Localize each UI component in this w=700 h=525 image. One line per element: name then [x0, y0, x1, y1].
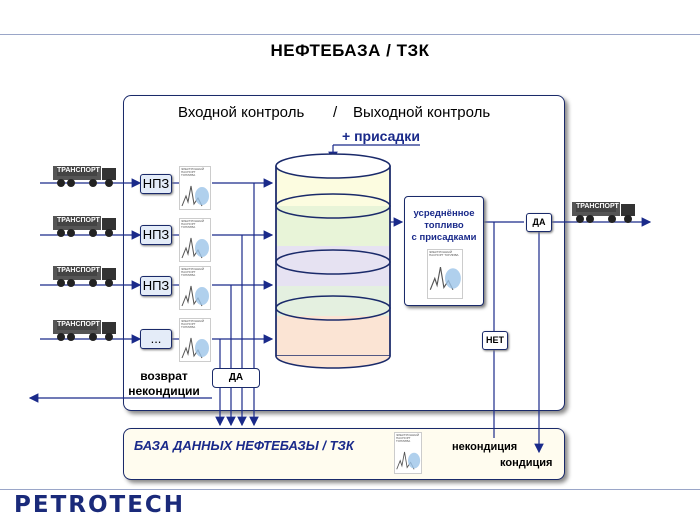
refinery-box: НПЗ: [140, 276, 172, 296]
additives-label: + присадки: [342, 128, 420, 144]
passport-caption: ЭЛЕКТРОННЫЙ ПАСПОРТ ТОПЛИВА: [396, 433, 420, 443]
truck-label: ТРАНСПОРТ: [576, 202, 619, 212]
return-line-1: возврат: [140, 369, 188, 383]
return-yes-box: ДА: [212, 368, 260, 388]
truck-label: ТРАНСПОРТ: [57, 216, 100, 226]
averaged-fuel-label: усреднённое топливо с присадками: [405, 208, 483, 244]
decision-no-box: НЕТ: [482, 331, 508, 350]
truck-icon: ТРАНСПОРТ: [53, 214, 119, 238]
output-control-label: Выходной контроль: [353, 104, 491, 121]
return-label: возврат некондиции: [127, 369, 201, 399]
truck-icon: ТРАНСПОРТ: [53, 164, 119, 188]
averaged-line-3: с присадками: [411, 232, 477, 243]
averaged-fuel-box: усреднённое топливо с присадками ЭЛЕКТРО…: [404, 196, 484, 306]
noncondition-label: некондиция: [452, 441, 518, 453]
fuel-passport-icon: ЭЛЕКТРОННЫЙ ПАСПОРТ ТОПЛИВА: [427, 249, 463, 299]
company-logo: PETROTECH: [14, 492, 186, 518]
passport-caption: ЭЛЕКТРОННЫЙ ПАСПОРТ ТОПЛИВА: [181, 167, 205, 177]
truck-icon: ТРАНСПОРТ: [53, 318, 119, 342]
averaged-line-1: усреднённое: [413, 208, 475, 219]
passport-caption: ЭЛЕКТРОННЫЙ ПАСПОРТ ТОПЛИВА: [181, 267, 205, 277]
truck-label: ТРАНСПОРТ: [57, 320, 100, 330]
fuel-passport-icon: ЭЛЕКТРОННЫЙ ПАСПОРТ ТОПЛИВА: [179, 266, 211, 310]
fuel-passport-icon: ЭЛЕКТРОННЫЙ ПАСПОРТ ТОПЛИВА: [394, 432, 422, 474]
truck-icon: ТРАНСПОРТ: [53, 264, 119, 288]
database-title: БАЗА ДАННЫХ НЕФТЕБАЗЫ / ТЗК: [134, 438, 354, 453]
page-title: НЕФТЕБАЗА / ТЗК: [270, 41, 430, 60]
decision-yes-box: ДА: [526, 213, 552, 232]
passport-caption: ЭЛЕКТРОННЫЙ ПАСПОРТ ТОПЛИВА: [181, 319, 205, 329]
refinery-box: НПЗ: [140, 225, 172, 245]
refinery-box: НПЗ: [140, 174, 172, 194]
truck-label: ТРАНСПОРТ: [57, 266, 100, 276]
condition-label: кондиция: [500, 457, 553, 469]
mixing-tank: [275, 153, 391, 369]
passport-caption: ЭЛЕКТРОННЫЙ ПАСПОРТ ТОПЛИВА: [429, 250, 459, 257]
control-separator: /: [333, 104, 338, 121]
input-control-label: Входной контроль: [178, 104, 305, 121]
top-divider: [0, 34, 700, 35]
passport-caption: ЭЛЕКТРОННЫЙ ПАСПОРТ ТОПЛИВА: [181, 219, 205, 229]
fuel-passport-icon: ЭЛЕКТРОННЫЙ ПАСПОРТ ТОПЛИВА: [179, 318, 211, 362]
fuel-passport-icon: ЭЛЕКТРОННЫЙ ПАСПОРТ ТОПЛИВА: [179, 218, 211, 262]
fuel-passport-icon: ЭЛЕКТРОННЫЙ ПАСПОРТ ТОПЛИВА: [179, 166, 211, 210]
database-panel: [123, 428, 565, 480]
averaged-line-2: топливо: [424, 220, 464, 231]
bottom-divider: [0, 489, 700, 490]
truck-label: ТРАНСПОРТ: [57, 166, 100, 176]
refinery-box: ...: [140, 329, 172, 349]
truck-icon: ТРАНСПОРТ: [572, 200, 638, 224]
return-line-2: некондиции: [128, 384, 200, 398]
